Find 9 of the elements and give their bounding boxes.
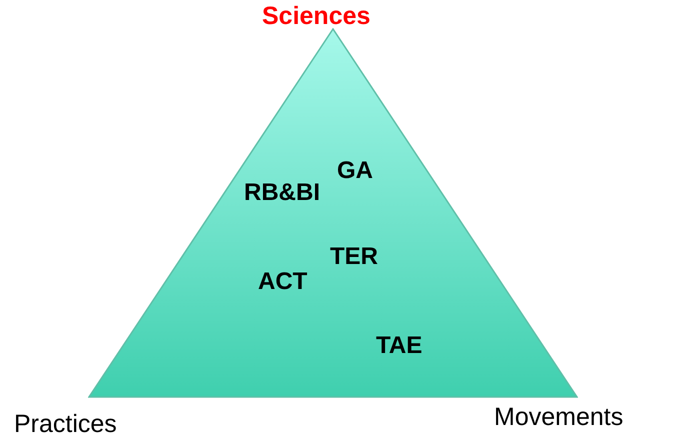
vertex-label: Sciences xyxy=(262,4,370,29)
vertex-label: Practices xyxy=(14,412,117,437)
triangle-text: TER xyxy=(330,245,378,269)
triangle-text: RB&BI xyxy=(244,181,320,205)
vertex-label: Movements xyxy=(494,405,624,430)
triangle-text: ACT xyxy=(258,270,308,294)
triangle-text: TAE xyxy=(376,334,422,358)
triangle-text: GA xyxy=(337,159,373,183)
triangle xyxy=(88,28,578,398)
